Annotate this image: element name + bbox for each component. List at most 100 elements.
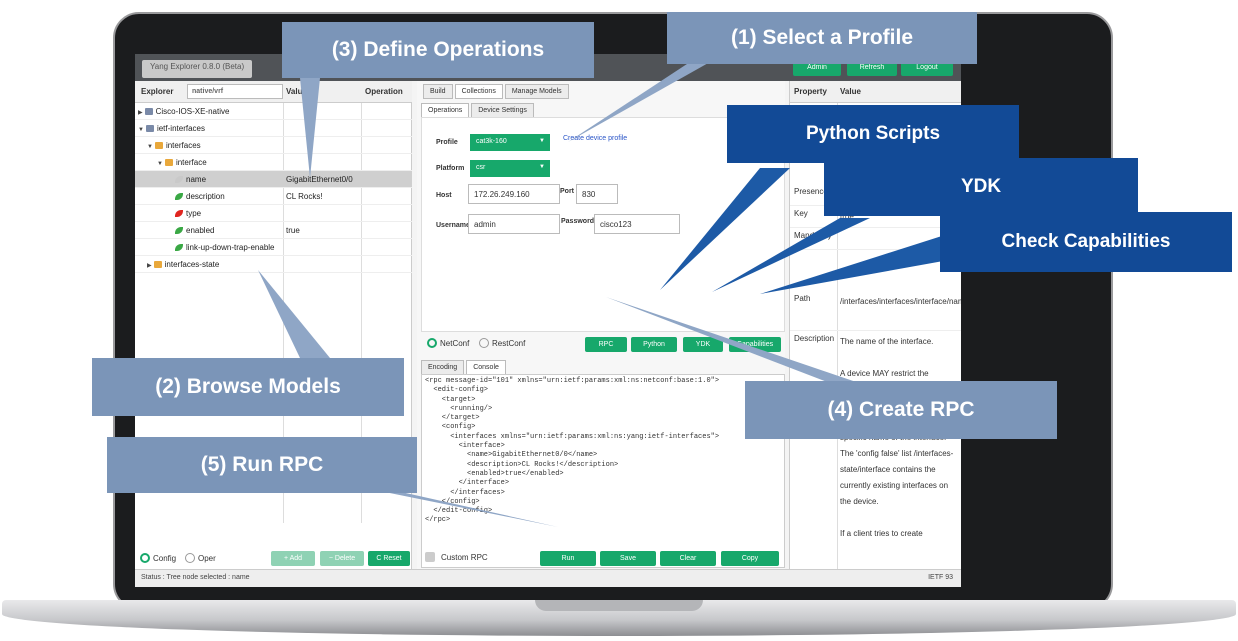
tree-row-selected[interactable]: name GigabitEthernet0/0 bbox=[135, 171, 412, 188]
callout-define-operations: (3) Define Operations bbox=[282, 22, 594, 78]
radio-off-icon bbox=[185, 553, 195, 563]
property-value: /interfaces/interfaces/interface/name bbox=[840, 297, 961, 306]
tab-console[interactable]: Console bbox=[466, 360, 506, 375]
config-radio-label: Config bbox=[153, 554, 177, 563]
platform-dropdown[interactable]: csr bbox=[470, 160, 550, 177]
tab-manage-models[interactable]: Manage Models bbox=[504, 84, 569, 99]
leaf-icon bbox=[175, 244, 183, 251]
username-label: Username bbox=[436, 222, 470, 229]
run-button[interactable]: Run bbox=[540, 551, 596, 566]
explorer-header-label: Explorer bbox=[141, 87, 174, 96]
tree-node-label: interfaces-state bbox=[164, 260, 220, 269]
tree-row[interactable]: ▼interfaces bbox=[135, 137, 412, 154]
tree-node-label: link-up-down-trap-enable bbox=[186, 243, 275, 252]
tree-node-value[interactable]: CL Rocks! bbox=[286, 192, 323, 201]
tree-row[interactable]: description CL Rocks! bbox=[135, 188, 412, 205]
reset-button[interactable]: C Reset bbox=[368, 551, 410, 566]
status-bar: Status : Tree node selected : name IETF … bbox=[135, 569, 961, 587]
tree-row[interactable]: link-up-down-trap-enable bbox=[135, 239, 412, 256]
custom-rpc-checkbox[interactable]: Custom RPC bbox=[425, 552, 488, 562]
laptop-notch bbox=[535, 600, 703, 611]
radio-on-icon bbox=[427, 338, 437, 348]
module-icon bbox=[145, 125, 154, 132]
property-header-label: Property bbox=[794, 87, 827, 96]
tree-node-value[interactable]: true bbox=[286, 226, 300, 235]
values-header-label: Values bbox=[286, 87, 312, 96]
checkbox-icon bbox=[425, 552, 435, 562]
tree-row[interactable]: enabled true bbox=[135, 222, 412, 239]
property-row: Mandatory bbox=[790, 228, 961, 250]
property-key: Key bbox=[794, 209, 808, 218]
netconf-label: NetConf bbox=[440, 339, 470, 348]
password-label: Password bbox=[561, 218, 595, 225]
profile-label: Profile bbox=[436, 139, 458, 146]
tree-row[interactable]: ▶ Cisco-IOS-XE-native bbox=[135, 103, 412, 120]
create-profile-link[interactable]: Create device profile bbox=[563, 135, 628, 142]
capabilities-button[interactable]: Capabilities bbox=[729, 337, 781, 352]
rpc-console[interactable]: <rpc message-id="101" xmlns="urn:ietf:pa… bbox=[421, 374, 785, 568]
callout-select-profile: (1) Select a Profile bbox=[667, 12, 977, 64]
property-value: true bbox=[840, 212, 854, 221]
operation-header-label: Operation bbox=[365, 87, 403, 96]
tree-node-label: description bbox=[186, 192, 225, 201]
tree-row[interactable]: ▼ ietf-interfaces bbox=[135, 120, 412, 137]
expand-arrow-icon[interactable]: ▶ bbox=[147, 263, 152, 269]
collapse-arrow-icon[interactable]: ▼ bbox=[147, 144, 153, 150]
radio-on-icon bbox=[140, 553, 150, 563]
version-label: IETF 93 bbox=[928, 574, 953, 581]
protocol-row: NetConf RestConf RPC Python YDK Capabili… bbox=[421, 333, 785, 355]
port-input[interactable]: 830 bbox=[576, 184, 618, 204]
tree-node-label: enabled bbox=[186, 226, 215, 235]
property-row: Description The name of the interface. A… bbox=[790, 331, 961, 569]
rpc-button[interactable]: RPC bbox=[585, 337, 627, 352]
value-header-label: Value bbox=[840, 87, 861, 96]
netconf-radio[interactable]: NetConf bbox=[427, 338, 469, 348]
tab-encoding[interactable]: Encoding bbox=[421, 360, 465, 375]
host-input[interactable]: 172.26.249.160 bbox=[468, 184, 560, 204]
column-divider bbox=[361, 103, 362, 523]
tab-operations[interactable]: Operations bbox=[421, 103, 470, 118]
save-button[interactable]: Save bbox=[600, 551, 656, 566]
explorer-search-input[interactable]: native/vrf bbox=[187, 84, 283, 99]
clear-button[interactable]: Clear bbox=[660, 551, 716, 566]
tree-node-label: Cisco-IOS-XE-native bbox=[155, 107, 230, 116]
tree-row[interactable]: type bbox=[135, 205, 412, 222]
oper-radio-label: Oper bbox=[198, 554, 216, 563]
property-key: Description bbox=[794, 334, 835, 343]
callout-browse-models: (2) Browse Models bbox=[92, 358, 404, 416]
tab-device-settings[interactable]: Device Settings bbox=[471, 103, 534, 118]
tree-node-label: type bbox=[186, 209, 202, 218]
tree-row[interactable]: ▶ interfaces-state bbox=[135, 256, 412, 273]
callout-create-rpc: (4) Create RPC bbox=[745, 381, 1057, 439]
copy-button[interactable]: Copy bbox=[721, 551, 779, 566]
tab-build[interactable]: Build bbox=[423, 84, 453, 99]
restconf-label: RestConf bbox=[492, 339, 526, 348]
profile-dropdown[interactable]: cat3k-160 bbox=[470, 134, 550, 151]
container-folder-icon bbox=[153, 261, 162, 268]
tree-node-value[interactable]: GigabitEthernet0/0 bbox=[286, 175, 353, 184]
config-radio[interactable]: Config bbox=[140, 553, 176, 563]
collapse-arrow-icon[interactable]: ▼ bbox=[138, 127, 144, 133]
property-key: Mandatory bbox=[794, 231, 832, 240]
tree-node-label: ietf-interfaces bbox=[156, 124, 205, 133]
leaf-icon bbox=[175, 193, 183, 200]
callout-ydk: YDK bbox=[824, 158, 1138, 216]
ydk-button[interactable]: YDK bbox=[683, 337, 723, 352]
tree-row[interactable]: ▼interface bbox=[135, 154, 412, 171]
username-input[interactable]: admin bbox=[468, 214, 560, 234]
add-button[interactable]: + Add bbox=[271, 551, 315, 566]
tab-collections[interactable]: Collections bbox=[454, 84, 503, 99]
console-footer: Custom RPC Run Save Clear Copy bbox=[421, 549, 785, 569]
delete-button[interactable]: − Delete bbox=[320, 551, 364, 566]
module-icon bbox=[144, 108, 153, 115]
python-button[interactable]: Python bbox=[631, 337, 677, 352]
oper-radio[interactable]: Oper bbox=[185, 553, 216, 563]
restconf-radio[interactable]: RestConf bbox=[479, 338, 525, 348]
expand-arrow-icon[interactable]: ▶ bbox=[138, 110, 143, 116]
property-key: Path bbox=[794, 294, 811, 303]
collapse-arrow-icon[interactable]: ▼ bbox=[157, 161, 163, 167]
password-input[interactable]: cisco123 bbox=[594, 214, 680, 234]
property-row: Key true bbox=[790, 206, 961, 228]
